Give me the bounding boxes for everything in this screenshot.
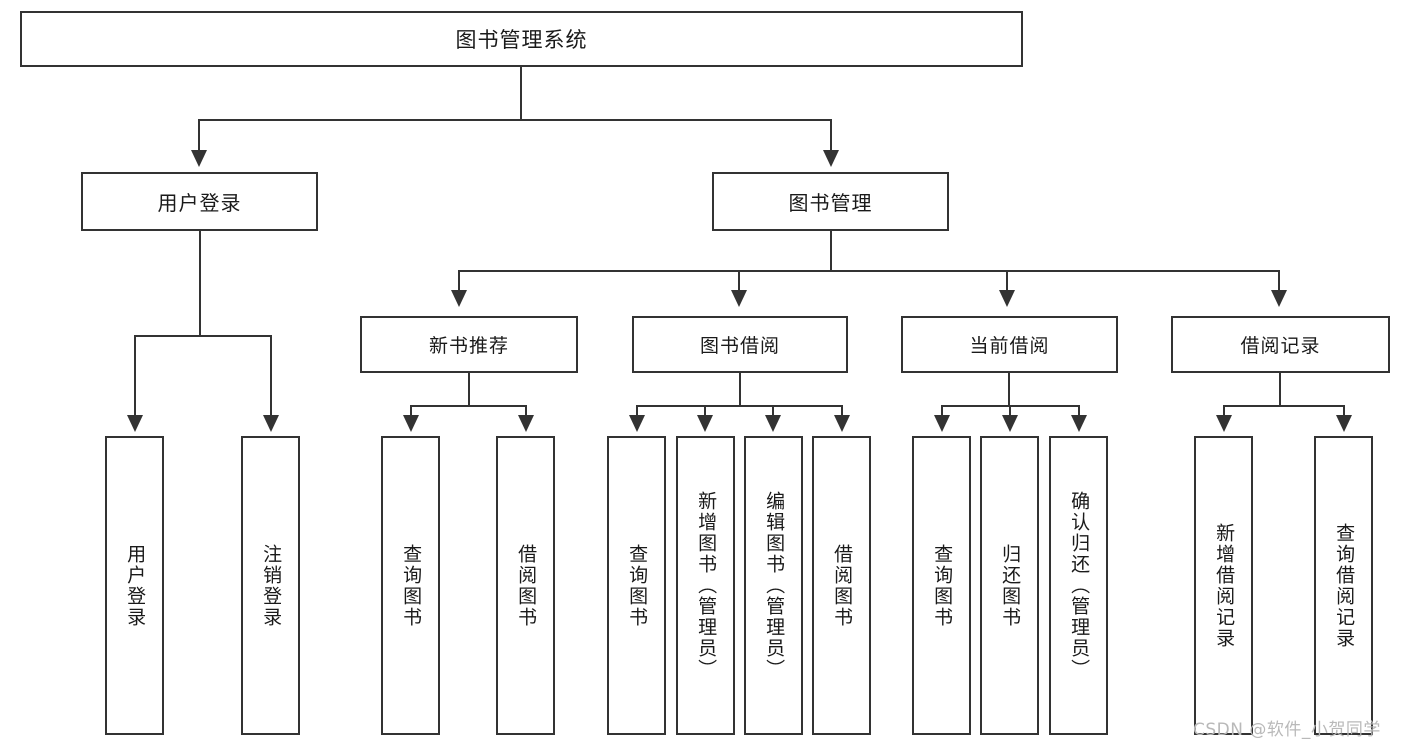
connector-book-borrow-to-edit <box>772 405 774 417</box>
leaf-label: 借阅图书 <box>831 543 854 628</box>
leaf-new-book-borrow-book[interactable]: 借阅图书 <box>496 436 555 735</box>
leaf-book-borrow-lend-book[interactable]: 借阅图书 <box>812 436 871 735</box>
leaf-label: 查询图书 <box>931 543 954 628</box>
connector-user-login-stem <box>199 231 201 336</box>
leaf-new-book-query-book[interactable]: 查询图书 <box>381 436 440 735</box>
csdn-watermark: CSDN @软件_小贺同学 <box>1193 720 1381 740</box>
arrow-current-to-return <box>1002 415 1018 432</box>
arrow-current-to-query <box>934 415 950 432</box>
connector-book-mgmt-to-records <box>1278 270 1280 292</box>
connector-current-borrow-stem <box>1008 373 1010 406</box>
leaf-label: 查询图书 <box>626 543 649 628</box>
connector-book-mgmt-stem <box>830 231 832 271</box>
leaf-book-borrow-edit-book-admin[interactable]: 编辑图书（管理员） <box>744 436 803 735</box>
arrow-new-book-to-borrow <box>518 415 534 432</box>
arrow-book-borrow-to-edit <box>765 415 781 432</box>
leaf-label: 查询借阅记录 <box>1333 522 1356 649</box>
connector-new-book-stem <box>468 373 470 406</box>
node-current-borrow[interactable]: 当前借阅 <box>901 316 1118 373</box>
leaf-records-query-record[interactable]: 查询借阅记录 <box>1314 436 1373 735</box>
arrow-records-to-query <box>1336 415 1352 432</box>
leaf-label: 借阅图书 <box>515 543 538 628</box>
arrow-book-borrow-to-lend <box>834 415 850 432</box>
arrow-records-to-add <box>1216 415 1232 432</box>
leaf-records-add-record[interactable]: 新增借阅记录 <box>1194 436 1253 735</box>
connector-book-borrow-to-add <box>704 405 706 417</box>
connector-records-split <box>1223 405 1345 407</box>
connector-book-mgmt-to-new-book <box>458 270 460 292</box>
connector-user-login-to-logout <box>270 335 272 417</box>
leaf-label: 查询图书 <box>400 543 423 628</box>
connector-book-borrow-to-query <box>636 405 638 417</box>
leaf-book-borrow-query-book[interactable]: 查询图书 <box>607 436 666 735</box>
connector-records-to-add <box>1223 405 1225 417</box>
connector-root-to-user-login <box>198 119 200 152</box>
leaf-label: 用户登录 <box>124 543 147 628</box>
connector-new-book-to-borrow <box>525 405 527 417</box>
connector-current-to-return <box>1009 405 1011 417</box>
connector-book-borrow-to-lend <box>841 405 843 417</box>
leaf-label: 注销登录 <box>260 543 283 628</box>
leaf-user-login-logout[interactable]: 注销登录 <box>241 436 300 735</box>
leaf-current-confirm-return-admin[interactable]: 确认归还（管理员） <box>1049 436 1108 735</box>
leaf-current-return-book[interactable]: 归还图书 <box>980 436 1039 735</box>
connector-new-book-split <box>410 405 527 407</box>
connector-root-to-book-mgmt <box>830 119 832 152</box>
arrow-book-borrow-to-add <box>697 415 713 432</box>
connector-records-stem <box>1279 373 1281 406</box>
leaf-label: 归还图书 <box>999 543 1022 628</box>
leaf-label: 编辑图书（管理员） <box>763 491 786 680</box>
connector-book-borrow-stem <box>739 373 741 406</box>
leaf-current-query-book[interactable]: 查询图书 <box>912 436 971 735</box>
connector-records-to-query <box>1343 405 1345 417</box>
node-user-login[interactable]: 用户登录 <box>81 172 318 231</box>
leaf-label: 确认归还（管理员） <box>1068 491 1091 680</box>
arrow-book-mgmt-to-records <box>1271 290 1287 307</box>
connector-current-to-query <box>941 405 943 417</box>
arrow-root-to-user-login <box>191 150 207 167</box>
node-book-management[interactable]: 图书管理 <box>712 172 949 231</box>
connector-root-split <box>198 119 832 121</box>
arrow-book-borrow-to-query <box>629 415 645 432</box>
connector-book-mgmt-to-borrow <box>738 270 740 292</box>
connector-new-book-to-query <box>410 405 412 417</box>
node-new-book-recommend[interactable]: 新书推荐 <box>360 316 578 373</box>
arrow-user-login-to-login <box>127 415 143 432</box>
arrow-book-mgmt-to-new-book <box>451 290 467 307</box>
arrow-current-to-confirm <box>1071 415 1087 432</box>
connector-root-stem <box>520 67 522 120</box>
connector-book-mgmt-split <box>458 270 1280 272</box>
node-root-system[interactable]: 图书管理系统 <box>20 11 1023 67</box>
connector-user-login-to-login <box>134 335 136 417</box>
connector-user-login-split <box>134 335 271 337</box>
arrow-book-mgmt-to-borrow <box>731 290 747 307</box>
arrow-new-book-to-query <box>403 415 419 432</box>
arrow-root-to-book-mgmt <box>823 150 839 167</box>
node-borrow-records[interactable]: 借阅记录 <box>1171 316 1390 373</box>
connector-book-borrow-split <box>636 405 843 407</box>
connector-book-mgmt-to-current <box>1006 270 1008 292</box>
connector-current-to-confirm <box>1078 405 1080 417</box>
leaf-book-borrow-add-book-admin[interactable]: 新增图书（管理员） <box>676 436 735 735</box>
leaf-label: 新增图书（管理员） <box>695 491 718 680</box>
node-book-borrow[interactable]: 图书借阅 <box>632 316 848 373</box>
arrow-book-mgmt-to-current <box>999 290 1015 307</box>
arrow-user-login-to-logout <box>263 415 279 432</box>
leaf-user-login-login[interactable]: 用户登录 <box>105 436 164 735</box>
leaf-label: 新增借阅记录 <box>1213 522 1236 649</box>
